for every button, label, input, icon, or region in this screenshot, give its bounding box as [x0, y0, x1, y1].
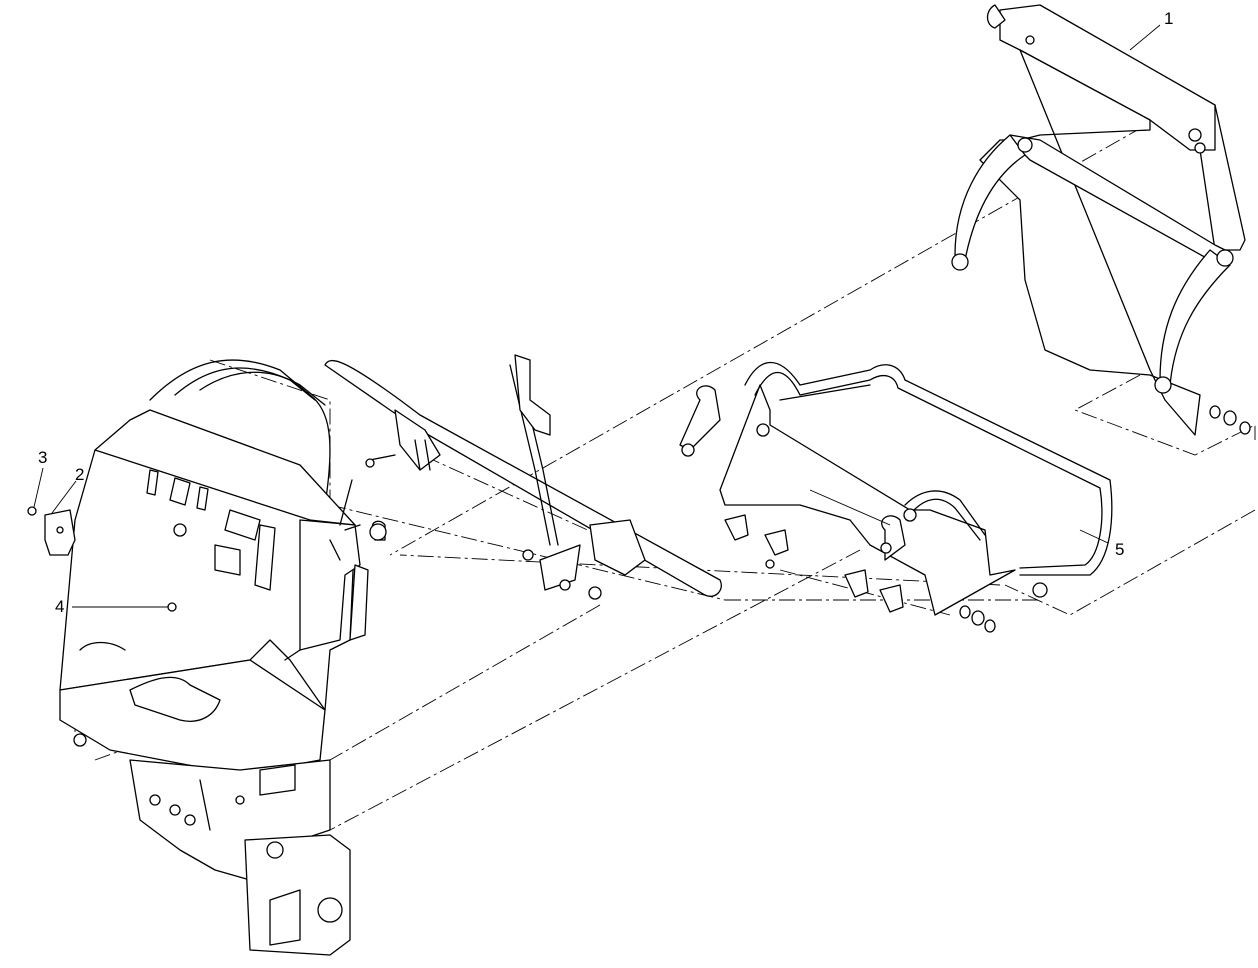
callout-leaders: [33, 24, 1161, 608]
chute-hardware: [1209, 405, 1251, 435]
chute-deflector-assembly: [951, 4, 1246, 436]
guard-bracket-assembly: [679, 361, 1113, 616]
nut-part-4: [167, 602, 177, 612]
callout-5: 5: [1115, 540, 1124, 559]
screw-part-3: [27, 506, 37, 516]
main-frame-tower: [59, 359, 369, 956]
callout-2: 2: [75, 465, 84, 484]
pivot-rod-linkage: [324, 354, 722, 600]
bracket-plate-part-2: [44, 509, 76, 556]
callout-4: 4: [55, 597, 64, 616]
callout-1: 1: [1164, 9, 1173, 28]
callout-3: 3: [38, 448, 47, 467]
guard-hardware: [959, 605, 996, 633]
